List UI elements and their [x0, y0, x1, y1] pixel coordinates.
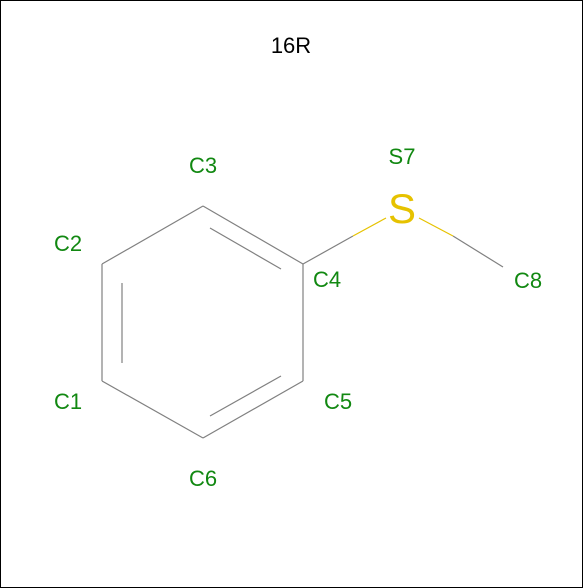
benzene-ring: [101, 205, 304, 439]
atom-label-c3: C3: [189, 153, 217, 178]
atom-label-c1: C1: [54, 389, 82, 414]
atom-label-c6: C6: [189, 466, 217, 491]
bond-c4-s7-sulfur-half: [352, 217, 387, 237]
bond-c5-c6: [202, 380, 304, 439]
bond-c4-s7-carbon-half: [302, 235, 354, 265]
sulfur-atom-symbol: S: [388, 185, 416, 232]
bond-c2-c3: [101, 205, 204, 265]
bond-c5-c6-inner: [209, 375, 282, 417]
atom-label-c4: C4: [313, 267, 341, 292]
atom-label-c2: C2: [54, 231, 82, 256]
bond-c3-c4: [202, 205, 304, 265]
bond-c6-c1: [101, 380, 204, 439]
atom-label-c5: C5: [324, 389, 352, 414]
diagram-title: 16R: [271, 33, 311, 58]
bond-s7-c8-carbon-half: [452, 235, 504, 268]
bond-c3-c4-inner: [209, 227, 282, 270]
atom-label-s7: S7: [389, 144, 416, 169]
bond-s7-c8-sulfur-half: [418, 217, 454, 237]
atom-label-c8: C8: [514, 268, 542, 293]
